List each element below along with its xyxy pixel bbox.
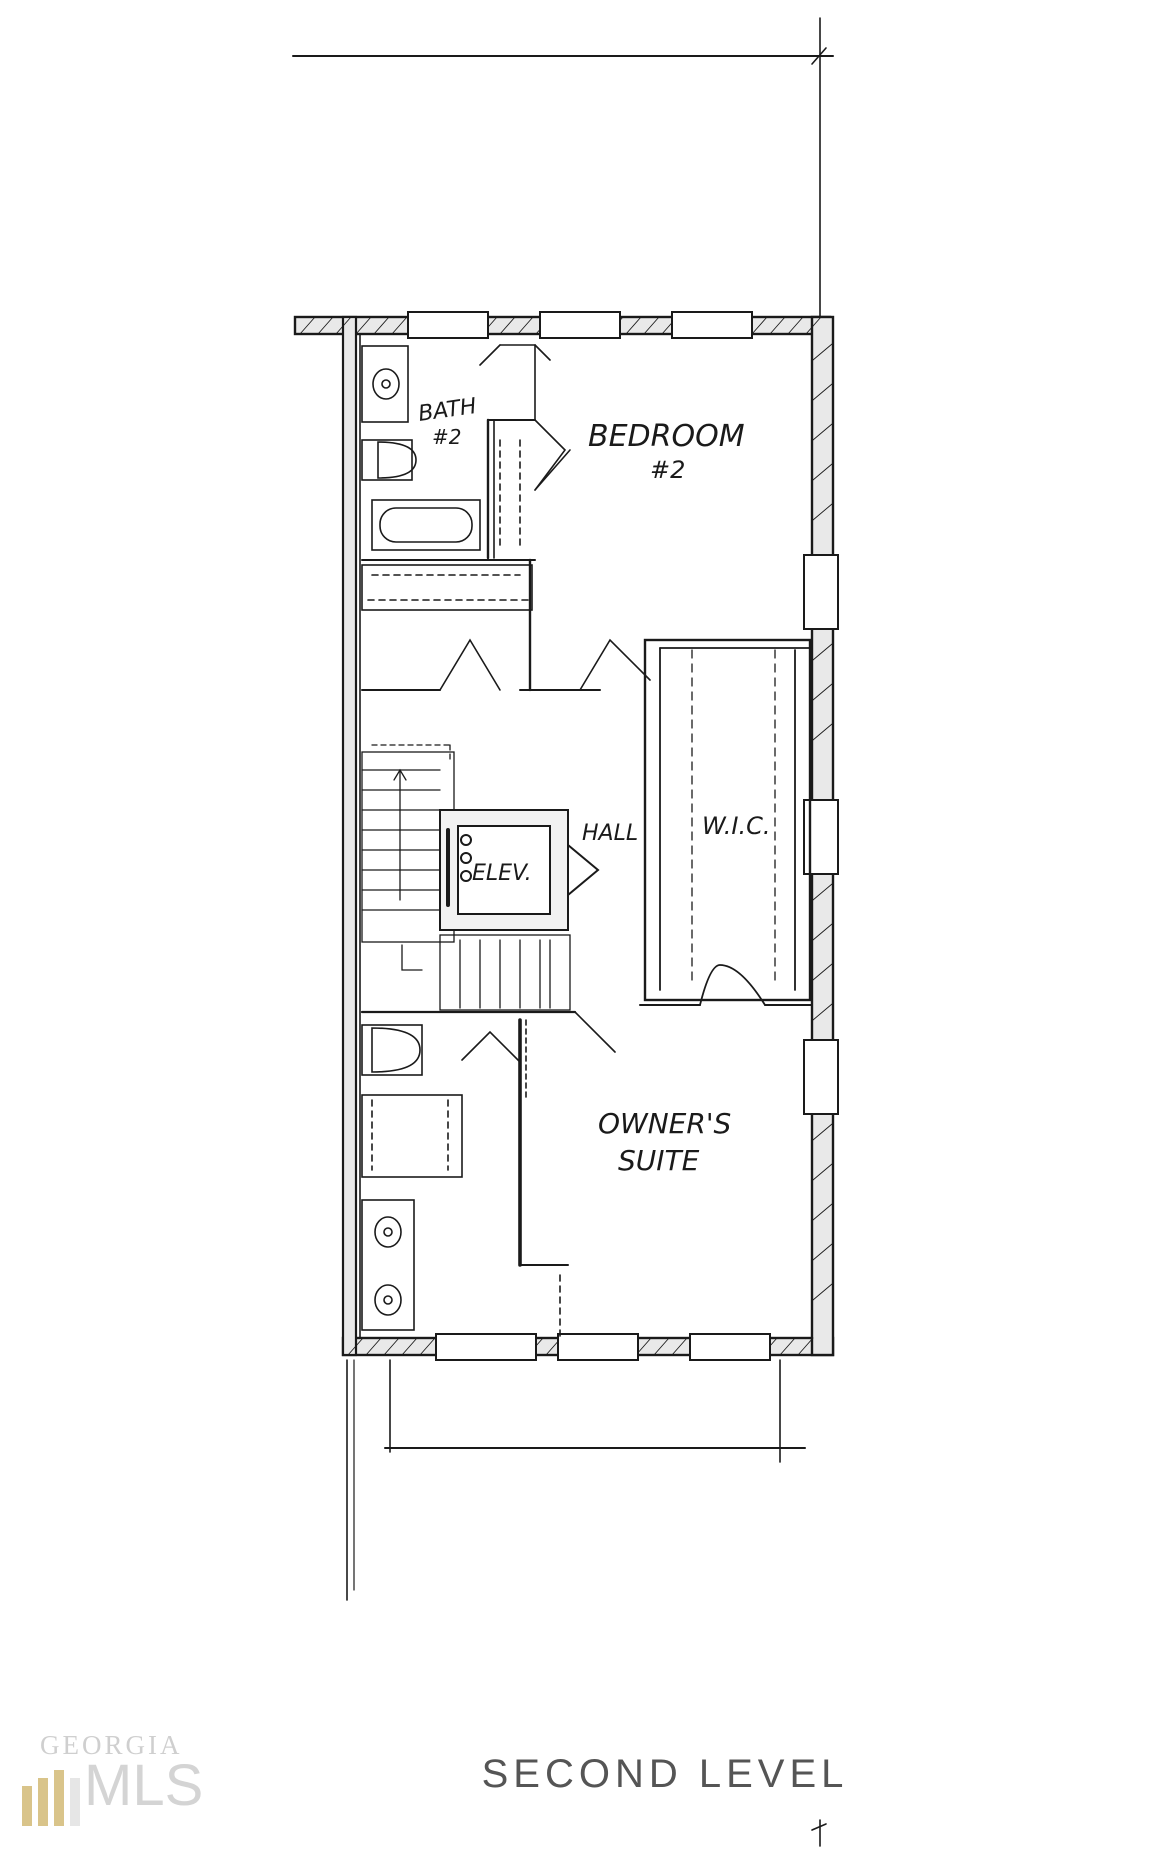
label-elevator: ELEV. [472, 861, 532, 886]
windows [407, 311, 839, 1361]
room-labels: BATH #2 BEDROOM #2 HALL W.I.C. ELEV. OWN… [417, 394, 771, 1177]
label-owners: OWNER'S [598, 1107, 731, 1140]
label-wic: W.I.C. [702, 812, 771, 840]
level-caption: SECOND LEVEL [481, 1752, 849, 1796]
watermark-georgia: GEORGIA [40, 1730, 183, 1760]
watermark-mls: MLS [84, 1753, 204, 1818]
elevator [439, 809, 600, 931]
georgia-mls-logo [22, 1770, 80, 1826]
label-hall: HALL [582, 821, 638, 846]
owners-bath-fixtures [361, 1011, 616, 1339]
walk-in-closet [639, 638, 813, 1006]
label-bedroom-2-number: #2 [650, 456, 685, 484]
bedroom-2-closet [361, 419, 651, 692]
label-bath-2-number: #2 [432, 425, 461, 449]
label-suite: SUITE [618, 1144, 700, 1177]
label-bedroom-2: BEDROOM [588, 419, 745, 454]
label-bath-2: BATH [417, 394, 478, 427]
bath-2-fixtures [361, 344, 551, 561]
